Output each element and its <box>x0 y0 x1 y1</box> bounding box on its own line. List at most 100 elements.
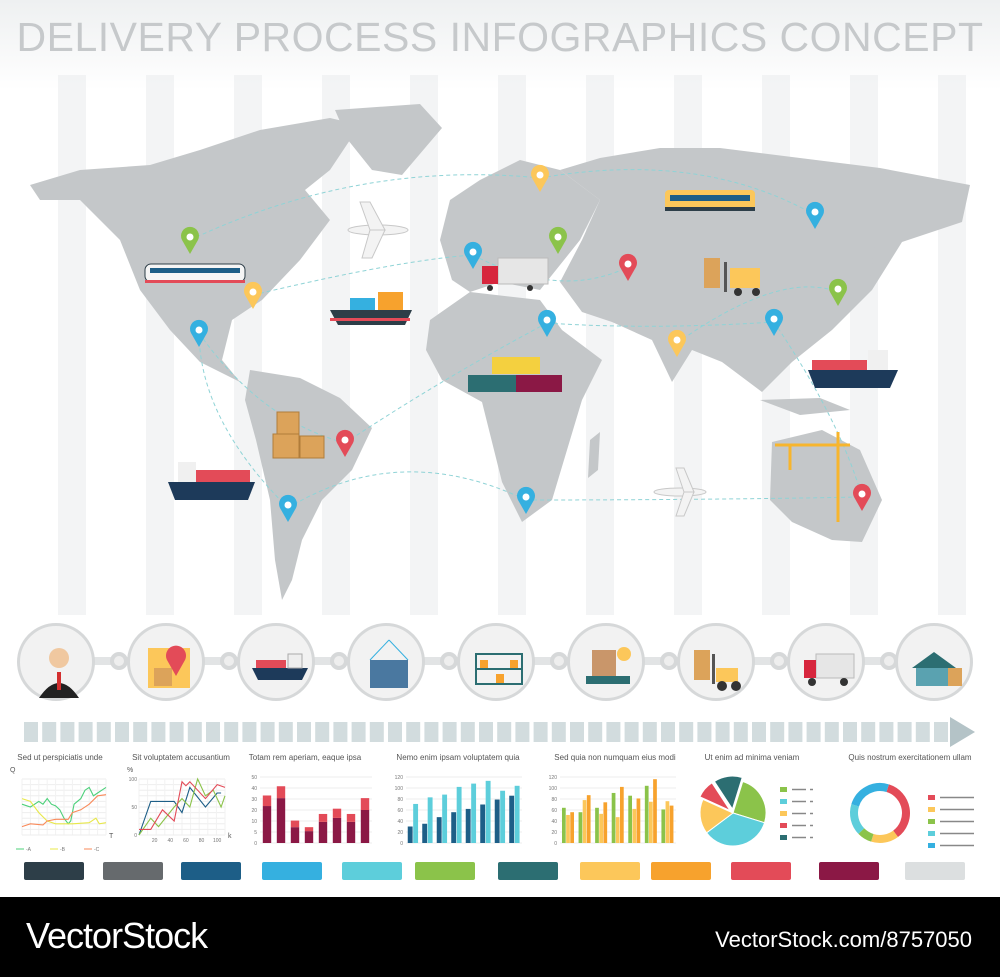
truck-icon <box>804 653 855 686</box>
pin-dot <box>811 208 819 216</box>
crane-icon <box>775 432 850 522</box>
bar <box>276 786 286 799</box>
y-tick-label: 0 <box>554 841 557 847</box>
y-tick-label: 30 <box>251 797 257 803</box>
bar <box>603 802 608 843</box>
x-axis-label: k <box>228 833 232 840</box>
map-pin-icon <box>549 226 567 254</box>
arrow-dash <box>424 722 439 742</box>
map-pin-icon <box>852 483 872 511</box>
pin-dot <box>543 316 551 324</box>
map-pin-icon <box>531 164 549 192</box>
y-tick-label: 120 <box>395 775 404 781</box>
arrow-dash <box>588 722 603 742</box>
color-swatch <box>342 862 402 880</box>
x-axis-label: T <box>109 833 114 840</box>
arrow-dash <box>570 722 584 742</box>
y-tick-label: 80 <box>397 797 403 803</box>
arrow-dash <box>606 722 621 742</box>
chain-joint <box>550 652 568 670</box>
containers-icon <box>468 357 562 392</box>
pin-dot <box>673 336 681 344</box>
arrow-dash <box>115 722 129 742</box>
donut-segment <box>871 830 898 843</box>
series-line <box>21 794 107 828</box>
pin-dot <box>249 288 257 296</box>
legend-swatch <box>780 811 787 816</box>
chain-joint <box>330 652 348 670</box>
process-step <box>677 623 755 701</box>
cargo-ship-icon <box>168 462 255 500</box>
map-pin-icon <box>806 201 824 229</box>
north-america <box>30 118 360 382</box>
vectorstock-logo: VectorStock <box>26 915 208 956</box>
arrow-dash <box>752 722 766 742</box>
bar <box>653 779 657 843</box>
bar <box>346 821 356 843</box>
pie-slice <box>732 780 767 824</box>
south-america <box>245 370 372 600</box>
chart-title: Quis nostrum exercitationem ullam <box>848 753 972 762</box>
route <box>198 332 346 444</box>
y-tick-label: 5 <box>254 830 257 836</box>
bar <box>669 805 674 843</box>
bar <box>276 798 286 843</box>
cargo-ship-icon <box>252 653 308 680</box>
bar <box>346 813 356 822</box>
australia <box>770 430 882 542</box>
legend-label: -B <box>60 847 66 853</box>
arrow-dash <box>78 722 93 742</box>
bar <box>290 820 300 828</box>
color-swatch <box>103 862 163 880</box>
arrow-dash <box>624 722 639 742</box>
bar <box>582 800 587 843</box>
legend-swatch <box>780 799 787 804</box>
arrow-dash <box>297 722 311 742</box>
route <box>546 321 775 327</box>
chain-joint <box>660 652 678 670</box>
map-pin-icon <box>244 281 262 309</box>
legend-swatch <box>928 831 935 836</box>
route <box>344 322 548 444</box>
bar <box>619 786 624 843</box>
process-step <box>17 623 95 701</box>
pie-slice <box>699 798 734 834</box>
map-pin-icon <box>335 429 355 457</box>
map-pin-icon <box>180 226 199 254</box>
map-pin-icon <box>765 308 783 336</box>
process-step <box>237 623 315 701</box>
bar <box>648 801 653 843</box>
greenland <box>335 104 442 175</box>
stripe <box>58 75 86 615</box>
bar <box>636 798 641 843</box>
y-tick-label: 20 <box>397 830 403 836</box>
route <box>525 496 863 501</box>
legend-swatch <box>780 835 787 840</box>
y-axis-label: % <box>127 767 133 774</box>
route <box>252 254 474 296</box>
arrow-dash <box>460 722 475 742</box>
pin-dot <box>341 436 349 444</box>
pin-dot <box>284 501 292 509</box>
warehouse-icon <box>912 652 962 686</box>
bar <box>561 807 566 843</box>
bar <box>318 813 328 822</box>
bar <box>442 794 448 843</box>
series-line <box>139 780 226 830</box>
y-tick-label: 60 <box>397 808 403 814</box>
arrow-dash <box>24 722 38 742</box>
forklift-icon <box>704 258 760 296</box>
color-swatch <box>262 862 322 880</box>
arrow-dash <box>278 722 293 742</box>
y-tick-label: 60 <box>551 808 557 814</box>
y-tick-label: 50 <box>131 805 137 811</box>
chart-pie <box>699 775 813 847</box>
arrow-dash <box>934 722 948 742</box>
chart-title: Sit voluptatem accusantium <box>132 753 230 762</box>
color-swatch <box>415 862 475 880</box>
arrow-dash <box>187 722 202 742</box>
bar <box>360 798 370 810</box>
series-line <box>138 777 226 836</box>
bar <box>566 814 570 843</box>
